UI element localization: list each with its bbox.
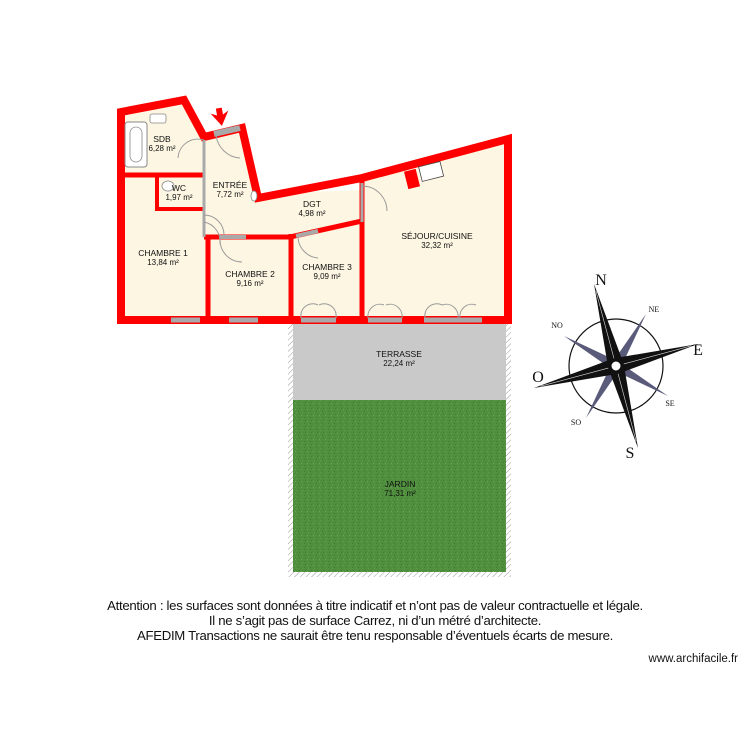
compass-east-label: E [693, 342, 703, 359]
room-name-wc: WC [172, 183, 186, 193]
compass-no-label: NO [551, 321, 563, 330]
disclaimer-line-3: AFEDIM Transactions ne saurait être tenu… [136, 628, 614, 643]
cooktop-icon [418, 161, 445, 182]
room-area-terrasse: 22,24 m² [383, 359, 415, 368]
compass-ne-label: NE [649, 305, 660, 314]
room-area-chambre3: 9,09 m² [313, 272, 340, 281]
room-area-entree: 7,72 m² [216, 190, 243, 199]
compass-south-label: S [626, 445, 635, 462]
disclaimer-line-1: Attention : les surfaces sont données à … [107, 598, 643, 613]
door-swings [177, 134, 477, 319]
room-name-sejour: SÉJOUR/CUISINE [401, 231, 473, 241]
room-name-chambre3: CHAMBRE 3 [302, 262, 352, 272]
garden-lawn [293, 400, 506, 572]
credit-link[interactable]: www.archifacile.fr [648, 653, 738, 665]
disclaimer-line-2: Il ne s’agit pas de surface Carrez, ni d… [208, 613, 542, 628]
compass-so-label: SO [571, 418, 581, 427]
room-name-dgt: DGT [303, 199, 321, 209]
room-area-sejour: 32,32 m² [421, 241, 453, 250]
room-name-chambre1: CHAMBRE 1 [138, 248, 188, 258]
room-name-chambre2: CHAMBRE 2 [225, 269, 275, 279]
room-area-chambre1: 13,84 m² [147, 258, 179, 267]
compass-se-label: SE [665, 399, 674, 408]
room-area-dgt: 4,98 m² [298, 209, 325, 218]
room-name-sdb: SDB [153, 134, 171, 144]
room-name-entree: ENTRÉE [213, 180, 248, 190]
room-area-jardin: 71,31 m² [384, 489, 416, 498]
room-name-terrasse: TERRASSE [376, 349, 422, 359]
disclaimer: Attention : les surfaces sont données à … [0, 598, 750, 643]
room-name-jardin: JARDIN [385, 479, 416, 489]
room-area-wc: 1,97 m² [165, 193, 192, 202]
compass-north-label: N [595, 272, 607, 289]
bathtub-icon [124, 121, 148, 168]
terrace-floor [293, 322, 506, 400]
fixtures [124, 113, 445, 202]
room-labels: SDB 6,28 m² WC 1,97 m² ENTRÉE 7,72 m² DG… [138, 134, 473, 498]
compass-west-label: O [532, 369, 544, 386]
compass-rose-icon: N S E O NE NO SE SO [532, 272, 703, 462]
arrow-down-icon [210, 107, 229, 126]
room-area-sdb: 6,28 m² [148, 144, 175, 153]
outdoor-area [288, 320, 511, 577]
sink-icon [149, 113, 167, 124]
radiator-icon [250, 190, 258, 202]
room-area-chambre2: 9,16 m² [236, 279, 263, 288]
toilet-icon [161, 180, 175, 192]
partitions [171, 125, 482, 323]
